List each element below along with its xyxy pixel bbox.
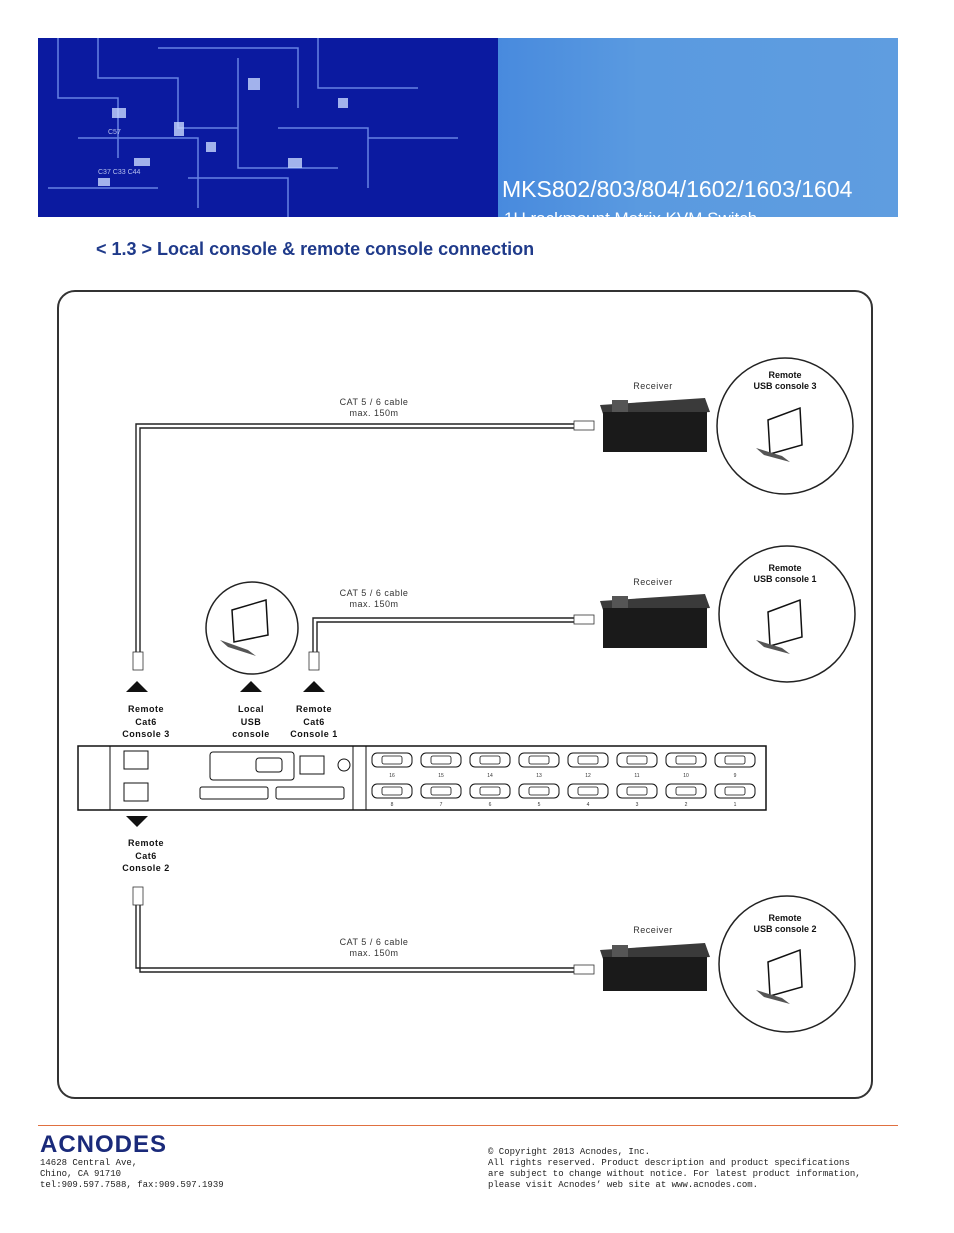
port-number: 5 xyxy=(538,802,541,808)
port-number: 9 xyxy=(734,773,737,779)
copyright-notice: © Copyright 2013 Acnodes, Inc. All right… xyxy=(488,1147,861,1190)
receiver-device-3 xyxy=(600,398,710,452)
diagram-frame xyxy=(57,290,873,1099)
port-number: 6 xyxy=(489,802,492,808)
vga-port-socket xyxy=(626,786,648,796)
vga-port-socket xyxy=(479,755,501,765)
arrow-up-icon xyxy=(240,681,262,692)
port-number: 4 xyxy=(587,802,590,808)
port-number: 10 xyxy=(683,773,689,779)
port-number: 1 xyxy=(734,802,737,808)
receiver-label-1: Receiver xyxy=(633,577,673,587)
vga-port-socket xyxy=(381,786,403,796)
port-number: 7 xyxy=(440,802,443,808)
vga-port-socket xyxy=(675,786,697,796)
vga-port-row xyxy=(371,752,756,799)
arrow-up-icon xyxy=(303,681,325,692)
section-title: < 1.3 > Local console & remote console c… xyxy=(96,239,535,259)
company-address: 14628 Central Ave, Chino, CA 91710 tel:9… xyxy=(40,1158,224,1190)
port-number: 16 xyxy=(389,773,395,779)
vga-port-socket xyxy=(430,755,452,765)
monitor-icon xyxy=(231,406,803,997)
port-number: 15 xyxy=(438,773,444,779)
svg-text:C37 C33 C44: C37 C33 C44 xyxy=(98,169,141,176)
port-number: 14 xyxy=(487,773,493,779)
port-number: 12 xyxy=(585,773,591,779)
arrow-up-icon xyxy=(126,681,148,692)
receiver-device-1 xyxy=(600,594,710,648)
vga-port-socket xyxy=(675,755,697,765)
vga-port-socket xyxy=(724,755,746,765)
acnodes-logo: ACNODES xyxy=(40,1131,168,1158)
arrow-down-icon xyxy=(126,816,148,827)
vga-port-socket xyxy=(577,755,599,765)
vga-port-socket xyxy=(577,786,599,796)
product-subtitle: 1U rackmount Matrix KVM Switch xyxy=(504,209,757,217)
port-number: 2 xyxy=(685,802,688,808)
port-number: 13 xyxy=(536,773,542,779)
receiver-device-2 xyxy=(600,943,710,991)
footer-divider xyxy=(38,1125,898,1126)
circuit-board-image: C37 C33 C44 C57 xyxy=(38,38,498,217)
port-number-labels: 16 15 14 13 12 11 10 9 8 7 6 5 4 3 2 1 xyxy=(389,773,736,808)
vga-port-socket xyxy=(381,755,403,765)
header-banner: C37 C33 C44 C57 MKS802/803/804/1602/1603/… xyxy=(38,38,898,217)
port-number: 11 xyxy=(634,773,639,779)
keyboard-icon xyxy=(220,448,790,1004)
vga-port-socket xyxy=(430,786,452,796)
product-title: MKS802/803/804/1602/1603/1604 xyxy=(502,176,853,202)
svg-text:C57: C57 xyxy=(108,129,121,136)
receiver-label-2: Receiver xyxy=(633,925,673,935)
vga-port-socket xyxy=(626,755,648,765)
vga-port-socket xyxy=(528,786,550,796)
port-number: 3 xyxy=(636,802,639,808)
vga-port-socket xyxy=(724,786,746,796)
vga-port-socket xyxy=(479,786,501,796)
receiver-label-3: Receiver xyxy=(633,381,673,391)
port-number: 8 xyxy=(391,802,394,808)
vga-port-socket xyxy=(528,755,550,765)
cable-lines xyxy=(135,423,575,973)
